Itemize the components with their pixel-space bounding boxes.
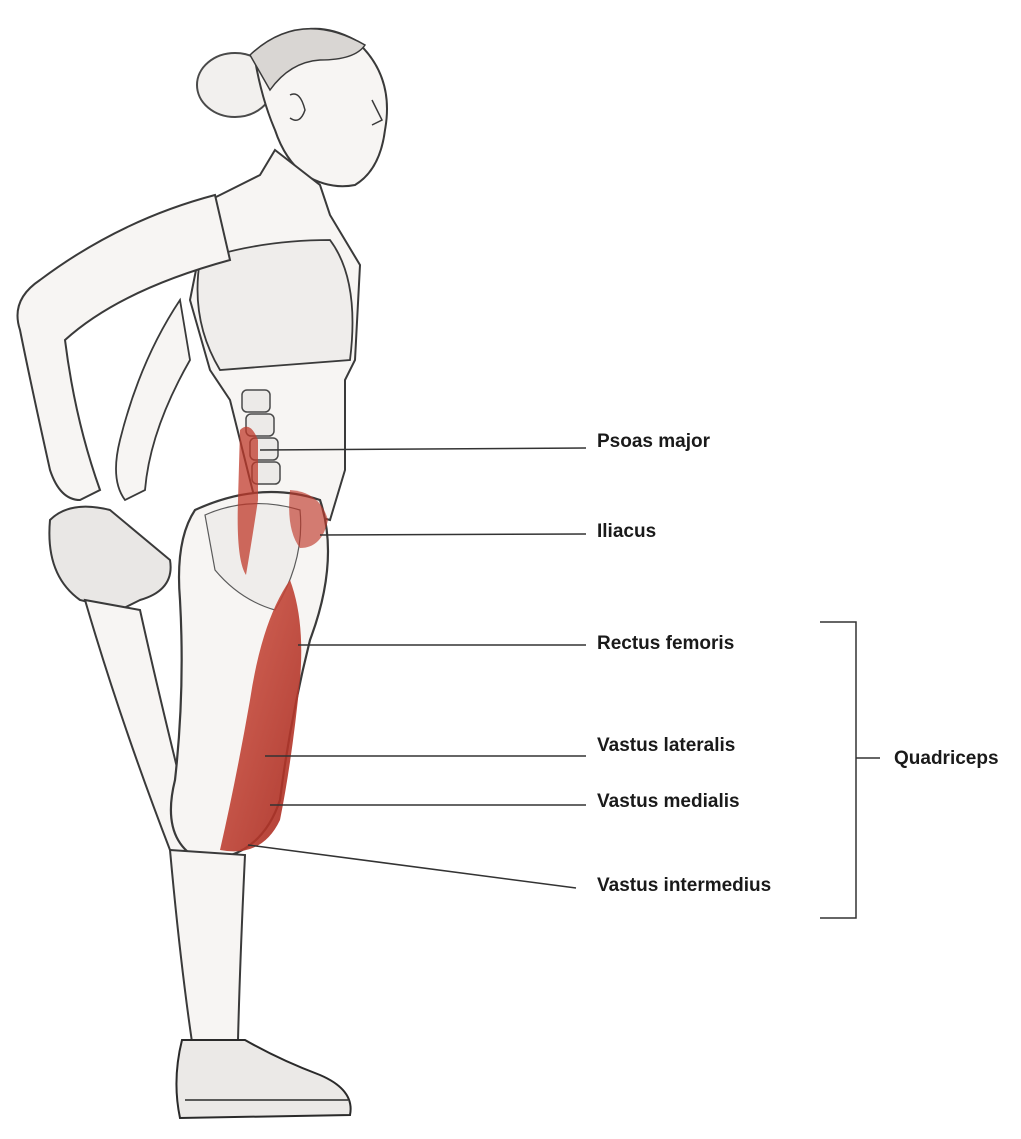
standing-leg-drawing [170, 850, 245, 1042]
label-vastus-intermedius: Vastus intermedius [597, 876, 771, 895]
leader-line-vint [248, 845, 576, 888]
quadriceps-bracket [820, 622, 856, 918]
label-iliacus: Iliacus [597, 522, 656, 541]
leader-line-iliacus [320, 534, 586, 535]
arm-drawing [18, 195, 231, 500]
label-rectus-femoris: Rectus femoris [597, 634, 734, 653]
leader-lines [248, 448, 880, 918]
shoe-drawing [176, 1040, 350, 1118]
label-psoas-major: Psoas major [597, 432, 710, 451]
label-vastus-medialis: Vastus medialis [597, 792, 740, 811]
label-vastus-lateralis: Vastus lateralis [597, 736, 735, 755]
label-quadriceps: Quadriceps [894, 749, 999, 768]
